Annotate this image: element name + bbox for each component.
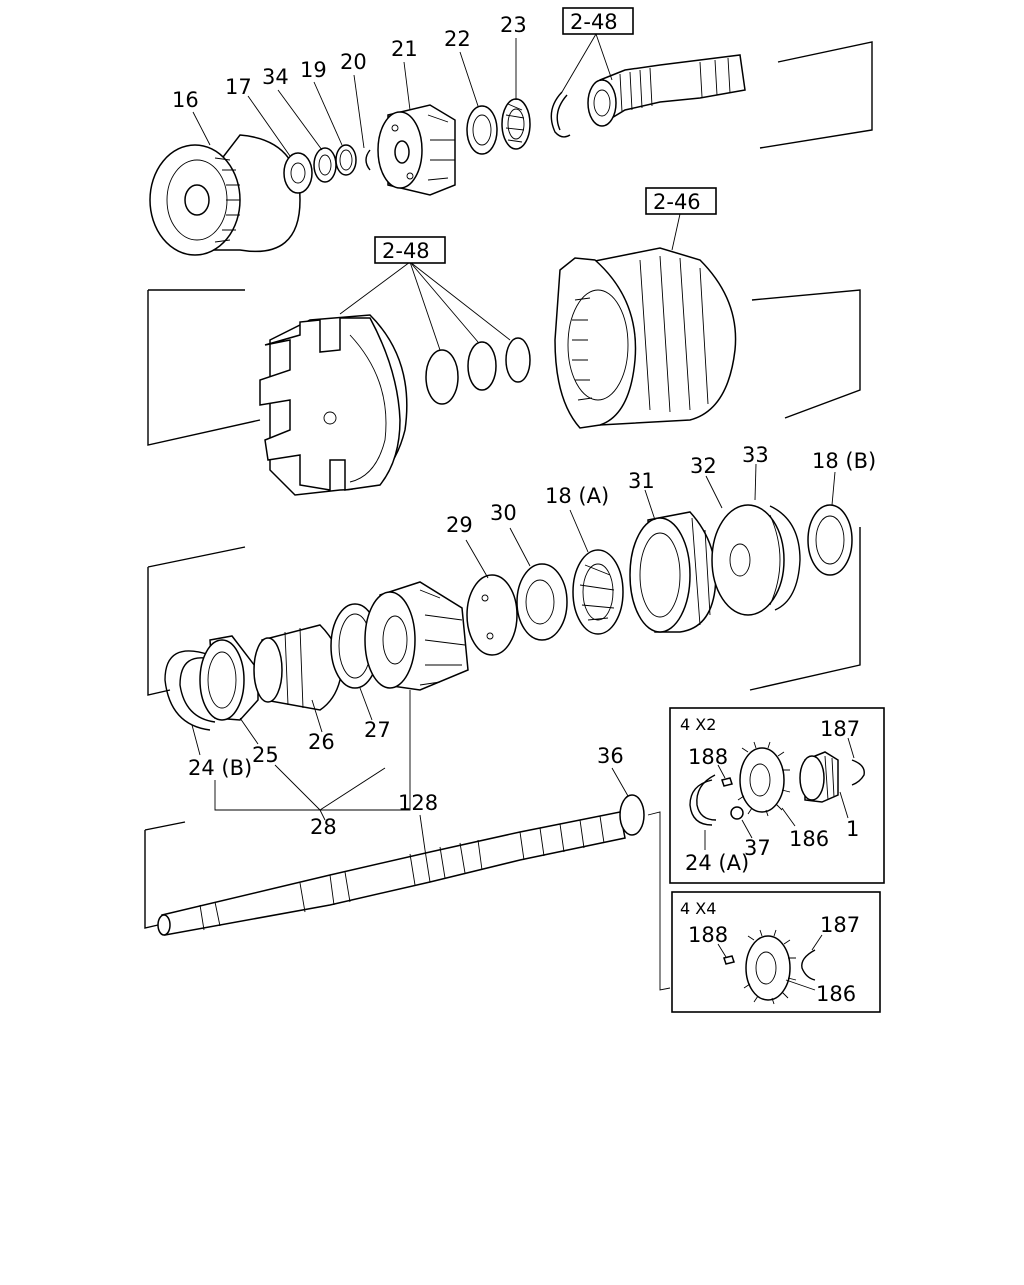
part-snap-ring-top (550, 91, 571, 138)
part-36-o-ring (619, 794, 645, 836)
part-188-key (721, 777, 733, 787)
frame-line-mid-right (751, 289, 861, 419)
callout-26: 26 (308, 730, 335, 754)
top-row-assembly (149, 41, 873, 256)
part-186-gear (737, 741, 791, 817)
frame-line-shaft-left (144, 821, 186, 929)
part-25-bearing (199, 635, 259, 721)
inset-4x2-title: 4 X2 (680, 715, 716, 734)
part-18b-bearing (807, 504, 853, 576)
part-slotted-drum (259, 314, 408, 496)
part-187-clip-4x2 (851, 759, 865, 786)
inset-box-4x2: 4 X2 187 188 37 186 (669, 707, 885, 884)
frame-line-third-right (749, 527, 861, 691)
part-33-snap-ring (769, 505, 801, 611)
part-37-ball (730, 806, 744, 820)
third-row-labels: 29 30 18 (A) 31 32 33 18 (B) 24 (B) 25 2… (188, 443, 876, 839)
callout-32: 32 (690, 454, 717, 478)
callout-28: 28 (310, 815, 337, 839)
callout-25: 25 (252, 743, 279, 767)
part-186-gear-4x4 (743, 929, 797, 1005)
middle-row-assembly (147, 247, 861, 496)
shaft-row-leaders (419, 767, 671, 991)
frame-line-third-left (147, 546, 246, 696)
part-1-sleeve (799, 751, 839, 803)
part-24b-snap-ring (164, 650, 216, 731)
part-20-snap-ring (365, 149, 371, 171)
callout-33: 33 (742, 443, 769, 467)
part-22-washer (466, 105, 498, 155)
part-128-main-shaft (157, 811, 626, 936)
callout-186-4x2: 186 (789, 827, 829, 851)
inset-4x4-title: 4 X4 (680, 899, 716, 918)
part-187-clip-4x4 (801, 949, 816, 981)
inset-box-4x4: 4 X4 187 188 186 (671, 891, 881, 1013)
part-29-tabbed-washer (466, 574, 518, 656)
third-row-leaders (191, 463, 836, 821)
callout-186-4x4: 186 (816, 982, 856, 1006)
callout-18b: 18 (B) (812, 449, 876, 473)
third-row-assembly (147, 504, 861, 731)
callout-31: 31 (628, 469, 655, 493)
part-188-key-4x4 (723, 955, 735, 965)
part-23-thrust-bearing (501, 98, 531, 150)
part-32-gear-disc (711, 504, 785, 616)
ref-2-48-top: 2-48 (570, 10, 618, 34)
part-clutch-pack-2-46 (554, 247, 737, 429)
frame-line-top (759, 41, 873, 149)
callout-34: 34 (262, 65, 289, 89)
callout-20: 20 (340, 50, 367, 74)
callout-36: 36 (597, 744, 624, 768)
callout-24b: 24 (B) (188, 756, 252, 780)
callout-18a: 18 (A) (545, 484, 609, 508)
callout-19: 19 (300, 58, 327, 82)
callout-27: 27 (364, 718, 391, 742)
callout-187-4x2: 187 (820, 717, 860, 741)
shaft-row-labels: 128 36 (398, 744, 624, 815)
middle-row-labels: 2-48 2-46 (374, 187, 717, 264)
part-rings-2-48 (425, 337, 531, 405)
ref-2-48-mid: 2-48 (382, 239, 430, 263)
part-output-shaft-top (587, 54, 746, 127)
callout-128: 128 (398, 791, 438, 815)
part-28-carrier (364, 581, 469, 691)
top-row-leaders (192, 33, 613, 157)
callout-23: 23 (500, 13, 527, 37)
callout-188-4x4: 188 (688, 923, 728, 947)
part-34-bearing (313, 147, 337, 183)
callout-16: 16 (172, 88, 199, 112)
ref-2-46: 2-46 (653, 190, 701, 214)
part-30-thrust-washer (516, 563, 568, 641)
callout-17: 17 (225, 75, 252, 99)
middle-row-leaders (339, 213, 681, 351)
ref-box-2-46 (645, 187, 717, 215)
callout-187-4x4: 187 (820, 913, 860, 937)
part-21-planet-carrier (377, 104, 456, 196)
callout-30: 30 (490, 501, 517, 525)
part-16-clutch-drum (149, 134, 301, 256)
top-row-labels: 16 17 34 19 20 21 22 23 2-48 (172, 7, 634, 112)
part-24a-snap-ring (689, 774, 717, 826)
ref-box-2-48-mid (374, 236, 446, 264)
callout-37: 37 (744, 836, 771, 860)
ref-box-2-48-top (562, 7, 634, 35)
part-19-ring (335, 144, 357, 176)
frame-line-mid-left (147, 289, 261, 446)
part-17-washer (283, 152, 313, 194)
callout-22: 22 (444, 27, 471, 51)
callout-24a: 24 (A) (685, 851, 749, 875)
part-31-internal-gear (629, 511, 717, 633)
shaft-row-assembly (144, 794, 645, 936)
callout-1: 1 (846, 817, 859, 841)
part-18a-bearing (572, 549, 624, 635)
callout-29: 29 (446, 513, 473, 537)
callout-188-4x2: 188 (688, 745, 728, 769)
callout-21: 21 (391, 37, 418, 61)
part-26-sun-gear (253, 624, 342, 711)
